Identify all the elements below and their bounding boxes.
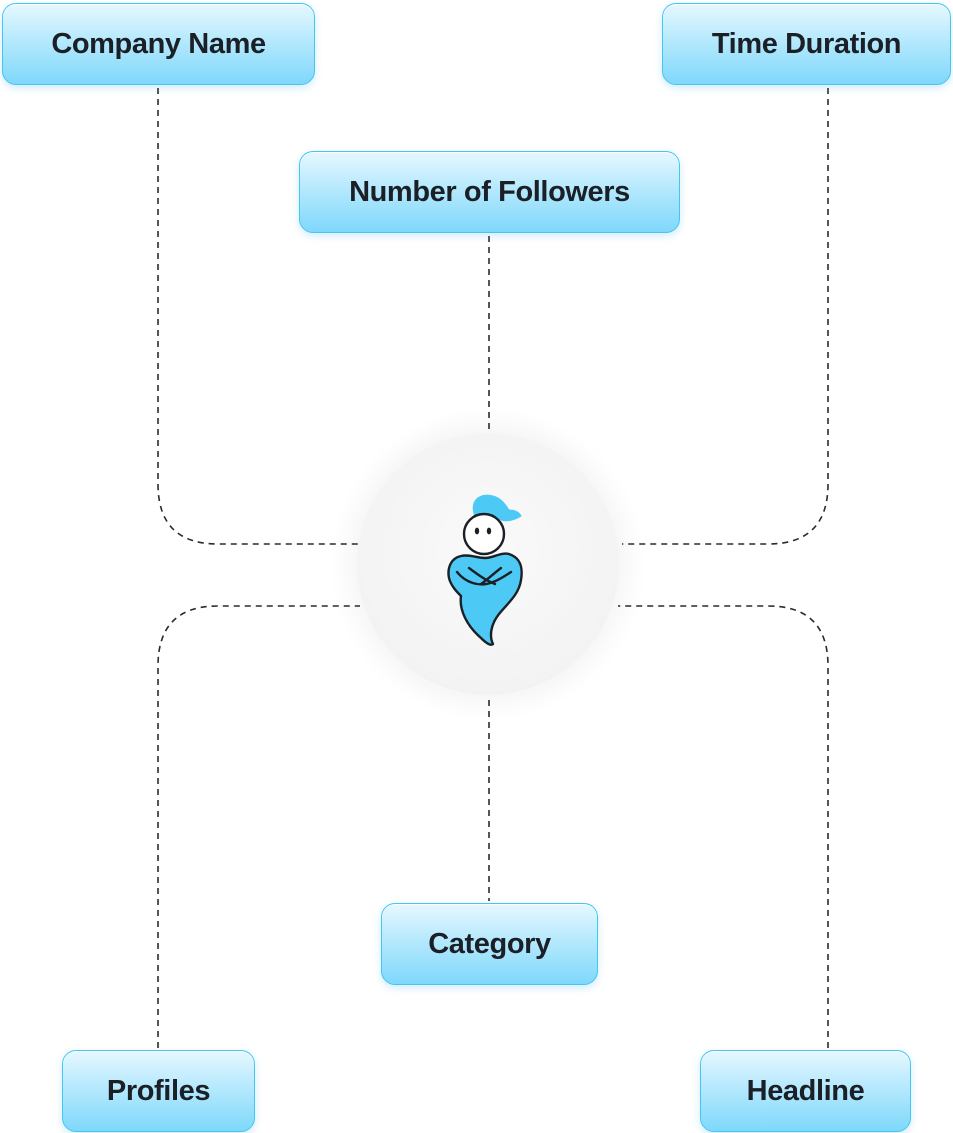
node-category: Category <box>381 903 598 985</box>
node-label: Category <box>428 927 551 960</box>
node-label: Company Name <box>51 27 266 60</box>
node-profiles: Profiles <box>62 1050 255 1132</box>
node-label: Headline <box>746 1074 865 1107</box>
connector-profiles <box>157 605 360 1048</box>
connector-headline <box>618 605 829 1048</box>
node-company-name: Company Name <box>2 3 315 85</box>
node-headline: Headline <box>700 1050 911 1132</box>
node-label: Number of Followers <box>349 175 630 208</box>
connector-company-name <box>157 88 360 545</box>
node-label: Profiles <box>106 1074 211 1107</box>
node-time-duration: Time Duration <box>662 3 951 85</box>
connector-time-duration <box>622 88 829 545</box>
node-number-of-followers: Number of Followers <box>299 151 680 233</box>
genie-mascot-icon <box>447 494 523 646</box>
node-label: Time Duration <box>711 27 902 60</box>
